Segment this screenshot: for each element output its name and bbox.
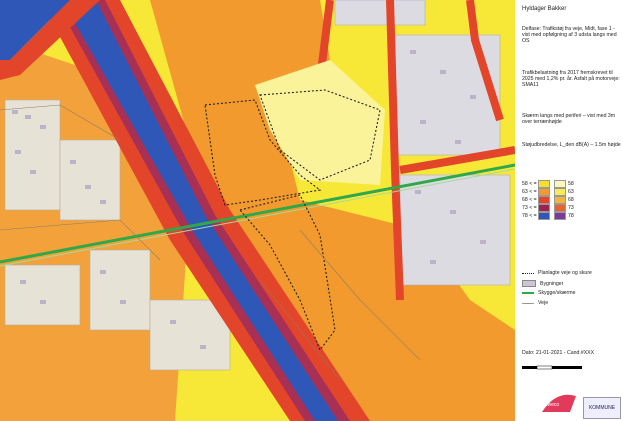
noise-scale-right-label: 58	[568, 181, 574, 187]
noise-zone-orange-center	[150, 0, 515, 421]
noise-scale-right-swatch	[554, 180, 566, 188]
noise-scale-left-1: 63 < =	[522, 188, 550, 196]
road-top-left-blue	[0, 0, 70, 60]
noise-scale-right-swatch	[554, 188, 566, 196]
legend-key-label: Bygninger	[540, 280, 564, 287]
legend-title: Hyldager Bakker	[522, 6, 567, 12]
legend-key-item: Planlagte veje og skure	[522, 270, 592, 276]
sweco-logo: sweco	[540, 392, 578, 416]
legend-key-symbol	[522, 280, 536, 287]
legend-description-2: Trafikbelastning fra 2017 fremskrevet ti…	[522, 70, 620, 88]
noise-scale-left-swatch	[538, 212, 550, 220]
noise-scale-right-swatch	[554, 196, 566, 204]
noise-scale-left-swatch	[538, 196, 550, 204]
residential-area-left	[4, 99, 231, 371]
legend-key-symbol	[522, 302, 534, 304]
motorway-highest-noise	[62, 0, 338, 421]
noise-scale-left-label: 73 < =	[522, 205, 537, 211]
noise-zone-quiet-area	[255, 60, 385, 185]
noise-map[interactable]	[0, 0, 515, 421]
noise-scale-right-label: 73	[568, 205, 574, 211]
legend-key-label: Veje	[538, 300, 549, 306]
legend-description-3: Skærm langs med periferi – vist med 3m o…	[522, 113, 616, 125]
noise-scale-right-2: 68	[554, 196, 574, 204]
noise-scale-left-2: 68 < =	[522, 196, 550, 204]
noise-scale-right-0: 58	[554, 180, 574, 188]
railway-line-edge	[0, 168, 515, 267]
legend-noise-title: Støjudbredelse, L_den dB(A) – 1.5m højde	[522, 142, 621, 148]
legend-date: Dato: 21-01-2021 - Cand.#XXX	[522, 350, 595, 356]
noise-scale-right-3: 73	[554, 204, 574, 212]
planned-area-outline	[204, 89, 381, 352]
sweco-logo-text: sweco	[545, 402, 560, 408]
legend-key-item: Skygge/skærme	[522, 290, 575, 296]
noise-scale-left-label: 78 < =	[522, 213, 537, 219]
noise-scale-right-swatch	[554, 204, 566, 212]
legend-key-item: Bygninger	[522, 280, 563, 287]
noise-scale-right-label: 78	[568, 213, 574, 219]
buildings	[12, 50, 486, 349]
noise-scale-left-0: 58 < =	[522, 180, 550, 188]
legend-key-item: Veje	[522, 300, 548, 306]
legend-key-symbol	[522, 292, 534, 294]
noise-scale-left-3: 73 < =	[522, 204, 550, 212]
railway-line	[0, 163, 515, 264]
noise-scale-left-label: 63 < =	[522, 189, 537, 195]
road-top-left-red	[0, 0, 100, 80]
noise-scale-left-label: 68 < =	[522, 197, 537, 203]
noise-scale-left-4: 78 < =	[522, 212, 550, 220]
noise-scale-left-swatch	[538, 204, 550, 212]
legend-description-1: Delfase: Trafikstøj fra veje, Midt, fase…	[522, 26, 617, 44]
legend-key-label: Planlagte veje og skure	[538, 270, 592, 276]
noise-scale-right-label: 63	[568, 189, 574, 195]
noise-scale-right-1: 63	[554, 188, 574, 196]
minor-roads	[0, 104, 421, 381]
scale-bar	[522, 365, 582, 370]
municipality-logo: KOMMUNE	[583, 397, 621, 419]
map-legend: Hyldager Bakker Delfase: Trafikstøj fra …	[518, 0, 623, 421]
noise-scale-right-4: 78	[554, 212, 574, 220]
noise-scale-right-label: 68	[568, 197, 574, 203]
legend-key-label: Skygge/skærme	[538, 290, 576, 296]
noise-scale-left-swatch	[538, 188, 550, 196]
legend-key-symbol	[522, 272, 534, 274]
noise-scale-left-label: 58 < =	[522, 181, 537, 187]
noise-scale-left-swatch	[538, 180, 550, 188]
noise-scale-right-swatch	[554, 212, 566, 220]
